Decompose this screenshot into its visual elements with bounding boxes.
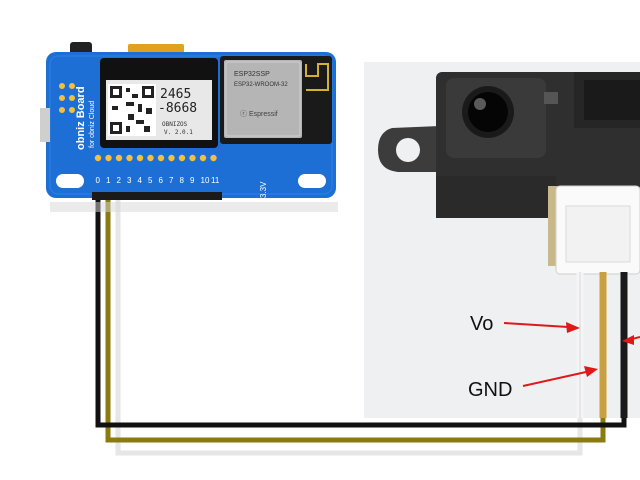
obniz-board: 2465 -8668 OBNIZOS V. 2.0.1 ESP32SSP ESP… <box>40 42 338 212</box>
header-pin-pad <box>168 154 175 162</box>
esp32-module-shield <box>224 60 302 138</box>
header-pin-label: 8 <box>180 176 185 185</box>
device-code-line2: -8668 <box>158 101 197 116</box>
board-mount-hole-left <box>56 174 84 188</box>
esp32-module-line3: ⓡ Espressif <box>240 110 278 118</box>
header-pin-pad <box>126 154 133 162</box>
annotations: Vo GND <box>468 313 640 401</box>
sensor-lens-glare <box>474 98 486 110</box>
header-pin-pad <box>115 154 123 162</box>
board-side-connector <box>40 108 50 142</box>
sensor-mount-hole <box>396 138 420 162</box>
header-pin-label: 5 <box>148 176 153 185</box>
board-brand-text: obniz Board <box>75 86 87 150</box>
header-pin-pad <box>105 154 112 162</box>
sensor-lens <box>468 92 508 132</box>
sensor-lower-body <box>436 176 556 218</box>
signal-wire-white <box>115 196 583 456</box>
header-pin-pad <box>94 154 102 162</box>
gnd-label: GND <box>468 379 512 401</box>
header-pin-pad <box>136 154 144 162</box>
header-pin-label: 1 <box>106 176 111 185</box>
header-pin-pad <box>178 154 186 162</box>
board-shadow <box>50 202 338 212</box>
header-connector <box>92 192 222 200</box>
header-pin-label: 7 <box>169 176 174 185</box>
board-subtitle-text: for obniz Cloud <box>89 101 96 148</box>
third-arrow-head <box>622 335 634 345</box>
header-pin-label: 9 <box>190 176 195 185</box>
header-pin-pad <box>210 154 217 162</box>
sensor-screw <box>544 92 558 104</box>
power-pin-label: 3.3V <box>259 181 268 198</box>
power-wire-yellow <box>105 196 606 443</box>
board-left-pads <box>59 83 75 113</box>
header-pin-pad <box>189 154 196 162</box>
gnd-arrow-head <box>584 366 598 377</box>
sensor-connector-latch <box>565 205 631 263</box>
vo-label: Vo <box>470 313 493 335</box>
esp32-antenna-trace <box>305 63 329 91</box>
board-mount-hole-right <box>298 174 326 188</box>
device-code-line1: 2465 <box>160 87 191 102</box>
distance-sensor-photo <box>364 62 640 418</box>
qr-code <box>108 84 156 136</box>
header-pin-pad <box>199 154 207 162</box>
header-pin-label: 3 <box>127 176 132 185</box>
header-pin-label: 6 <box>159 176 164 185</box>
esp32-module-line1: ESP32SSP <box>234 71 270 78</box>
sensor-receiver-window <box>584 80 640 120</box>
header-pin-pad <box>157 154 165 162</box>
vo-arrow-line <box>503 322 569 328</box>
header-pin-label: 11 <box>211 176 220 185</box>
ground-wire-black <box>95 196 627 428</box>
connecting-wires <box>95 196 627 456</box>
os-version-text: V. 2.0.1 <box>164 129 193 136</box>
os-name-text: OBNIZOS <box>162 121 188 128</box>
header-pin-label: 2 <box>117 176 122 185</box>
header-pin-pads <box>94 154 217 162</box>
vo-arrow-head <box>566 322 580 333</box>
esp32-module-line2: ESP32-WROOM-32 <box>234 82 288 88</box>
header-pin-label: 10 <box>201 176 210 185</box>
header-pin-pad <box>147 154 154 162</box>
header-pin-label: 0 <box>96 176 101 185</box>
header-pin-label: 4 <box>138 176 143 185</box>
gnd-arrow-line <box>522 371 587 387</box>
